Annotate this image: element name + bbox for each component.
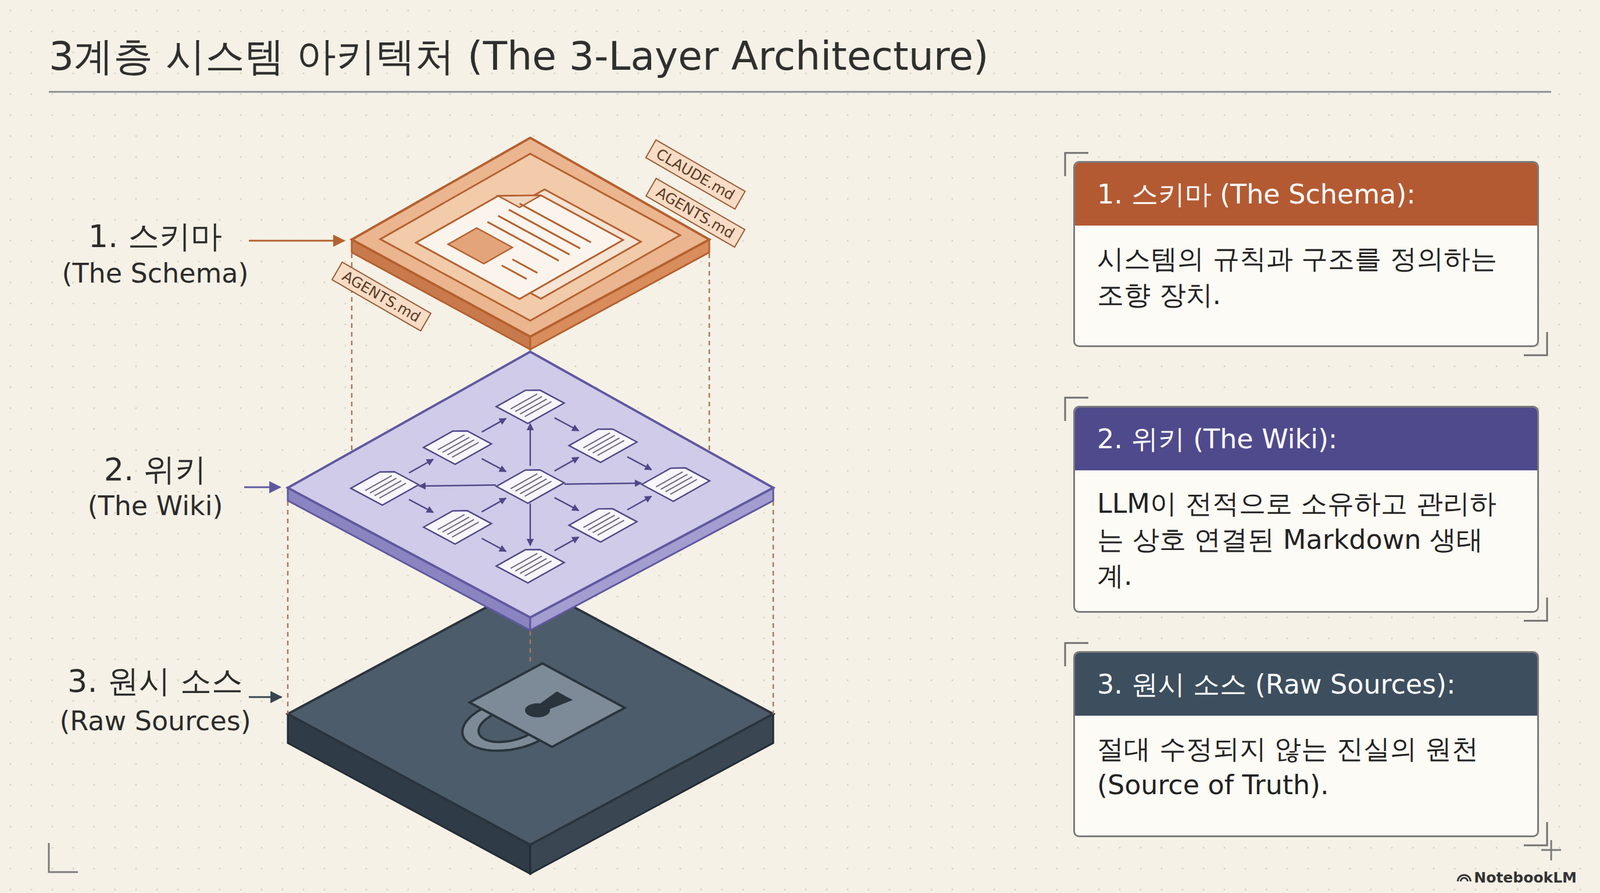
leader-arrow bbox=[244, 486, 281, 489]
keyhole-slot bbox=[536, 691, 571, 712]
title-rule bbox=[48, 91, 1552, 94]
layer-name: 2. 위키 bbox=[104, 448, 207, 492]
card-body: LLM이 전적으로 소유하고 관리하는 상호 연결된 Markdown 생태계. bbox=[1075, 470, 1538, 612]
description-card: 1. 스키마 (The Schema):시스템의 규칙과 구조를 정의하는 조향… bbox=[1073, 161, 1539, 348]
wiki-link bbox=[419, 484, 496, 487]
leader-arrow bbox=[248, 240, 345, 242]
page-fold bbox=[498, 195, 542, 208]
lock-body bbox=[469, 663, 625, 748]
description-card: 2. 위키 (The Wiki):LLM이 전적으로 소유하고 관리하는 상호 … bbox=[1073, 405, 1539, 613]
wiki-pages bbox=[350, 390, 710, 584]
card-heading: 2. 위키 (The Wiki): bbox=[1075, 407, 1538, 471]
card-heading: 1. 스키마 (The Schema): bbox=[1075, 162, 1538, 226]
schema-panel bbox=[380, 153, 681, 321]
page-line bbox=[670, 479, 698, 495]
page-line bbox=[512, 259, 538, 273]
wiki-page bbox=[350, 471, 419, 505]
wiki-link bbox=[409, 499, 434, 513]
page-line bbox=[597, 520, 625, 536]
layer-subname: (The Schema) bbox=[61, 257, 249, 289]
wiki-link bbox=[627, 496, 652, 510]
wiki-link bbox=[627, 456, 652, 470]
page-line bbox=[452, 522, 480, 538]
page-line bbox=[519, 203, 592, 243]
page-line bbox=[525, 401, 552, 417]
wiki-slab bbox=[287, 351, 774, 631]
wiki-link bbox=[554, 418, 580, 431]
page-line bbox=[525, 481, 552, 497]
layer-subname: (Raw Sources) bbox=[59, 705, 251, 737]
wiki-link bbox=[481, 458, 507, 472]
wiki-page bbox=[641, 468, 710, 502]
wiki-link bbox=[564, 483, 642, 485]
layer-name: 3. 원시 소스 bbox=[67, 660, 244, 703]
wiki-link bbox=[481, 418, 507, 432]
leader-arrow bbox=[248, 696, 282, 699]
wiki-page bbox=[423, 430, 492, 464]
layer-name: 1. 스키마 bbox=[88, 215, 223, 259]
watermark: NotebookLM bbox=[1454, 869, 1577, 887]
wiki-page bbox=[496, 390, 565, 424]
page-line bbox=[508, 209, 581, 249]
page-line bbox=[452, 442, 480, 458]
layer-subname: (The Wiki) bbox=[87, 490, 224, 522]
corner-mark bbox=[48, 843, 78, 873]
page-line bbox=[487, 222, 559, 262]
wiki-link bbox=[554, 457, 580, 471]
wiki-link bbox=[554, 537, 580, 551]
corner-mark bbox=[1541, 840, 1562, 861]
card-body: 시스템의 규칙과 구조를 정의하는 조향 장치. bbox=[1075, 225, 1538, 331]
page-line bbox=[501, 265, 527, 280]
wiki-link bbox=[481, 538, 507, 552]
page-title: 3계층 시스템 아키텍처 (The 3-Layer Architecture) bbox=[48, 30, 989, 84]
front-page bbox=[416, 195, 624, 299]
lock-icon bbox=[462, 663, 625, 751]
wiki-link bbox=[529, 503, 532, 546]
wiki-link bbox=[409, 459, 434, 473]
wiki-page bbox=[423, 510, 492, 544]
wiki-link bbox=[481, 498, 507, 512]
description-card: 3. 원시 소스 (Raw Sources):절대 수정되지 않는 진실의 원천… bbox=[1073, 651, 1539, 838]
wiki-page bbox=[569, 508, 638, 542]
wiki-link bbox=[529, 423, 532, 466]
card-heading: 3. 원시 소스 (Raw Sources): bbox=[1075, 652, 1538, 716]
schema-document bbox=[380, 153, 681, 321]
wiki-page bbox=[496, 469, 565, 503]
wiki-link bbox=[554, 497, 580, 511]
page-line bbox=[379, 483, 406, 499]
watermark-icon bbox=[1457, 875, 1471, 882]
page-line bbox=[525, 561, 552, 577]
wiki-page bbox=[496, 549, 565, 583]
page-image bbox=[448, 227, 513, 264]
wiki-page bbox=[569, 429, 638, 463]
card-body: 절대 수정되지 않는 진실의 원천(Source of Truth). bbox=[1075, 715, 1538, 821]
page-line bbox=[597, 440, 625, 456]
page-line bbox=[498, 215, 570, 255]
